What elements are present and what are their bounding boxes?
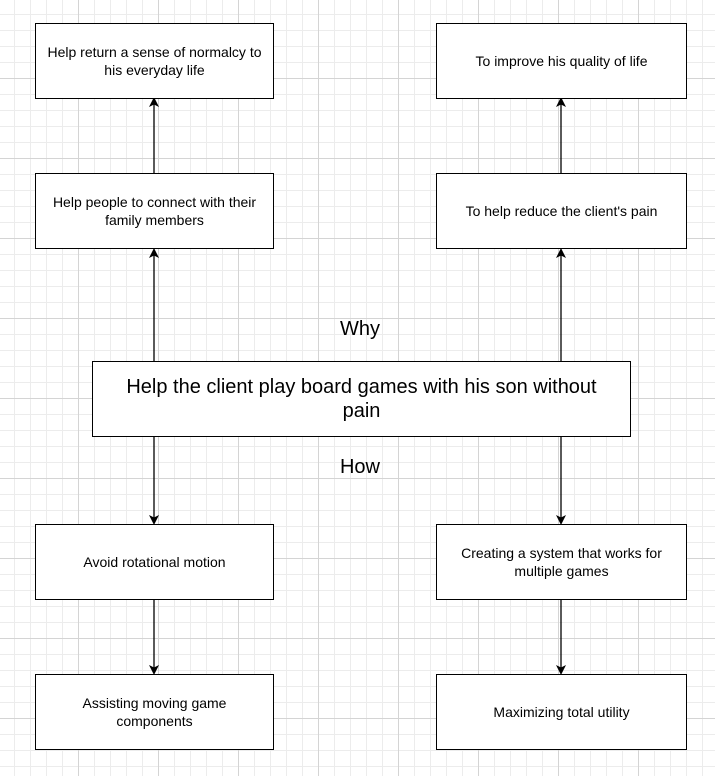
how-left-middle-box: Avoid rotational motion <box>35 524 274 600</box>
why-left-top-box: Help return a sense of normalcy to his e… <box>35 23 274 99</box>
why-right-top-box: To improve his quality of life <box>436 23 687 99</box>
how-right-middle-box: Creating a system that works for multipl… <box>436 524 687 600</box>
how-right-bottom-text: Maximizing total utility <box>493 704 630 720</box>
why-right-top-text: To improve his quality of life <box>475 53 648 69</box>
how-label: How <box>339 456 381 478</box>
how-left-middle-text: Avoid rotational motion <box>83 554 226 570</box>
how-left-bottom-box: Assisting moving game components <box>35 674 274 750</box>
why-left-top-text: Help return a sense of normalcy to his e… <box>47 44 262 78</box>
why-left-middle-text: Help people to connect with their family… <box>52 194 257 228</box>
central-goal-text: Help the client play board games with hi… <box>126 376 597 422</box>
central-goal-box: Help the client play board games with hi… <box>92 361 631 437</box>
how-right-middle-text: Creating a system that works for multipl… <box>461 545 662 579</box>
why-label: Why <box>340 318 380 340</box>
how-right-bottom-box: Maximizing total utility <box>436 674 687 750</box>
why-right-middle-text: To help reduce the client's pain <box>465 203 658 219</box>
how-left-bottom-text: Assisting moving game components <box>82 695 227 729</box>
why-left-middle-box: Help people to connect with their family… <box>35 173 274 249</box>
why-right-middle-box: To help reduce the client's pain <box>436 173 687 249</box>
